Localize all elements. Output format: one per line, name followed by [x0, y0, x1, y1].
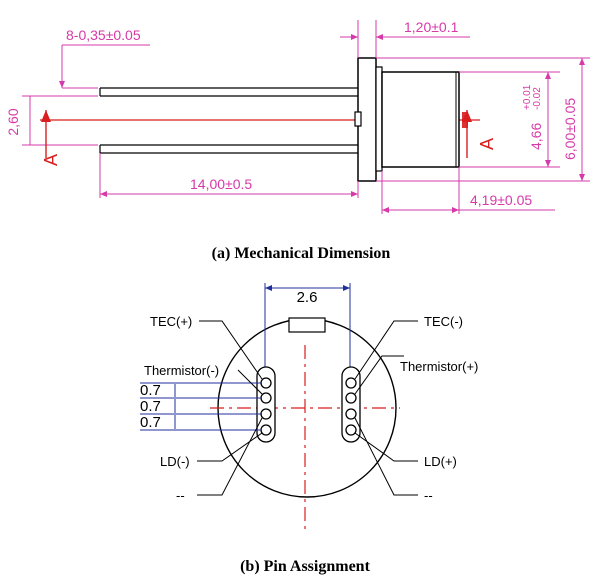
pin-label-tec-plus: TEC(+) [150, 314, 192, 329]
dim-flange-diameter [376, 57, 590, 182]
dim-lead-length-label: 14,00±0.5 [190, 176, 252, 192]
flange-notch [354, 111, 362, 127]
svg-text:A: A [477, 138, 497, 150]
caption-pin-assignment: (b) Pin Assignment [240, 558, 370, 575]
dim-body-length [381, 167, 555, 214]
left-leaders [197, 320, 263, 496]
pin [260, 424, 272, 436]
cap [381, 71, 460, 168]
pitch-label: 0.7 [140, 398, 161, 415]
pitch-lines [140, 382, 262, 431]
svg-text:A: A [41, 154, 61, 166]
dim-lead-length [99, 153, 359, 198]
dim-body-length-label: 4,19±0.05 [470, 192, 532, 208]
dim-row-spacing [264, 283, 351, 440]
dim-cap-diameter-tol-lower: -0.02 [532, 87, 543, 110]
left-pin-row [256, 366, 276, 443]
row-spacing-label: 2.6 [297, 289, 318, 306]
dim-flange-diameter-label: 6,00±0.05 [562, 98, 578, 160]
right-pin-row [341, 366, 361, 443]
pin [260, 408, 272, 420]
pin [345, 408, 357, 420]
caption-mechanical: (a) Mechanical Dimension [212, 245, 391, 262]
dim-flange-thickness [340, 20, 470, 58]
section-marker-right: A [462, 110, 497, 158]
pin-diagram: 2.6 0.7 0.7 0.7 [140, 283, 478, 530]
dim-flange-thickness-label: 1,20±0.1 [404, 19, 459, 35]
pin-centerlines [210, 345, 400, 530]
pitch-label: 0.7 [140, 414, 161, 431]
dim-lead-diameter-label: 8-0,35±0.05 [66, 27, 141, 43]
pin [260, 392, 272, 404]
dim-lead-diameter [59, 44, 150, 89]
header-key-tab [288, 317, 326, 333]
section-marker-left: A [41, 110, 61, 166]
pin-label-thermistor-minus: Thermistor(-) [144, 363, 219, 378]
leads [99, 87, 358, 154]
pin [345, 392, 357, 404]
pin-label-tec-minus: TEC(-) [424, 314, 463, 329]
pin [345, 424, 357, 436]
dim-lead-spacing-label: 2,60 [5, 108, 21, 135]
mechanical-drawing: 8-0,35±0.05 1,20±0.1 2,60 14,00±0.5 [5, 19, 590, 214]
right-leaders [354, 320, 418, 496]
dim-lead-spacing [22, 95, 98, 146]
pin-label-nc-right: -- [424, 488, 433, 503]
cap-body [375, 66, 383, 172]
pin-label-ld-plus: LD(+) [424, 454, 457, 469]
dim-cap-diameter [459, 71, 560, 168]
pin [260, 377, 272, 389]
pin-label-ld-minus: LD(-) [160, 454, 190, 469]
dim-cap-diameter-tol-upper: +0.01 [522, 84, 533, 110]
dim-cap-diameter-label: 4,66 [528, 123, 544, 150]
pitch-label: 0.7 [140, 382, 161, 399]
pin [345, 377, 357, 389]
pin-label-nc-left: -- [176, 488, 185, 503]
pin-label-thermistor-plus: Thermistor(+) [400, 359, 478, 374]
